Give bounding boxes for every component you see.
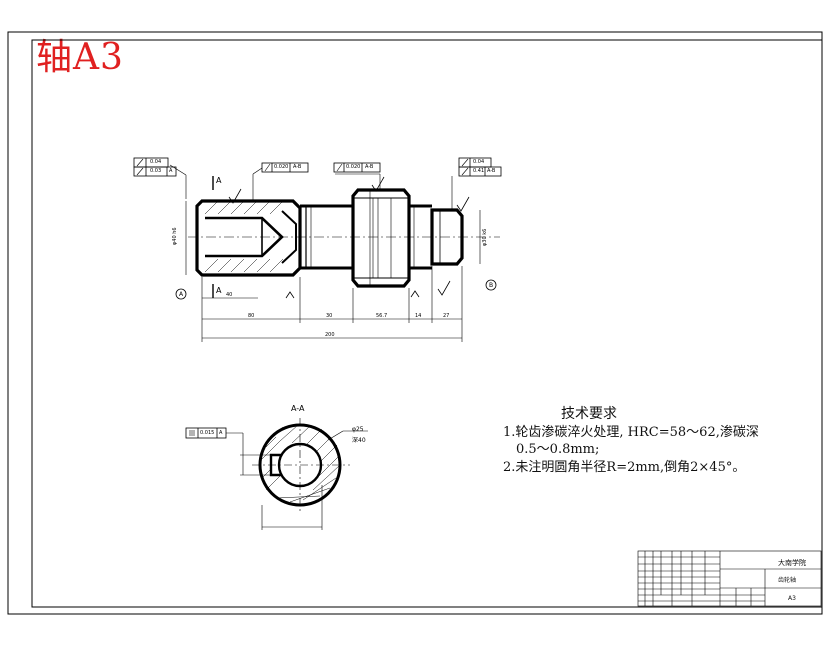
technical-requirement-1-cont: 0.5～0.8mm; (516, 442, 600, 457)
svg-text:27: 27 (443, 313, 449, 319)
shaft-segment-1 (300, 204, 354, 270)
tol-section-datum: A (219, 430, 223, 436)
technical-requirement-1: 1.轮齿渗碳淬火处理, HRC=58～62,渗碳深 (503, 425, 759, 440)
technical-requirement-2: 2.未注明圆角半径R=2mm,倒角2×45°。 (503, 460, 746, 475)
svg-text:200: 200 (325, 332, 335, 338)
drawing-stamp: 轴A3 (36, 37, 124, 78)
right-journal (430, 208, 464, 266)
left-section-outline (195, 199, 302, 277)
tolerance-frame-boxes (133, 157, 502, 439)
title-block-grid (637, 550, 822, 607)
title-block-drawing-no: A3 (788, 595, 796, 602)
tol-section: 0.015 (200, 430, 215, 436)
svg-text:40: 40 (226, 292, 232, 298)
section-view (226, 418, 368, 530)
tolerance-symbols (136, 158, 469, 436)
title-block-part-name: 齿轮轴 (778, 577, 797, 584)
tol-right-top: 0.04 (473, 159, 485, 165)
datum-left-circle (175, 288, 187, 300)
tol-left-bottom: 0.03 (150, 168, 162, 174)
datum-right-circle (485, 279, 497, 291)
title-block: 大南学院 齿轮轴 A3 (638, 551, 821, 606)
section-inner-circle (277, 442, 323, 488)
tol-mid-left: 0.020 (274, 164, 289, 170)
datum-left-label: A (179, 291, 184, 298)
shaft-view (188, 188, 500, 288)
section-note-diameter: φ25 (352, 426, 364, 433)
left-bore (205, 216, 284, 258)
technical-requirements-title: 技术要求 (561, 406, 617, 422)
svg-text:14: 14 (415, 313, 421, 319)
svg-text:30: 30 (326, 313, 332, 319)
tol-mid-right: 0.020 (346, 164, 361, 170)
section-view-label: A-A (291, 404, 305, 413)
dimension-lines (169, 164, 481, 342)
datum-right-label: B (489, 282, 494, 289)
svg-text:φ30 k6: φ30 k6 (482, 229, 488, 246)
svg-text:80: 80 (248, 313, 254, 319)
section-mark-bottom: A (216, 286, 222, 295)
tol-left-top: 0.04 (150, 159, 162, 165)
section-mark-top: A (216, 176, 222, 185)
tol-mid-left-datum: A-B (293, 164, 302, 170)
svg-text:56.7: 56.7 (376, 313, 387, 319)
shaft-segment-2 (409, 204, 432, 270)
dimension-text-marks: φ40 h6 φ30 k6 80 30 56.7 14 27 200 40 (172, 227, 488, 338)
tol-mid-right-datum: A-B (365, 164, 374, 170)
left-hatch (204, 200, 284, 273)
section-hatch (261, 424, 340, 503)
keyway (269, 453, 282, 477)
tol-right-bottom: 0.41 (473, 168, 485, 174)
section-note-depth: 深40 (352, 437, 366, 444)
inner-frame (31, 39, 823, 608)
svg-text:φ40 h6: φ40 h6 (172, 227, 178, 245)
gear-outline (351, 188, 411, 288)
tol-right-bottom-datum: A-B (487, 168, 496, 174)
title-block-school: 大南学院 (778, 559, 806, 567)
tol-left-bottom-datum: A (169, 168, 173, 174)
section-outer-circle (258, 423, 342, 507)
roughness-symbols (228, 176, 470, 299)
